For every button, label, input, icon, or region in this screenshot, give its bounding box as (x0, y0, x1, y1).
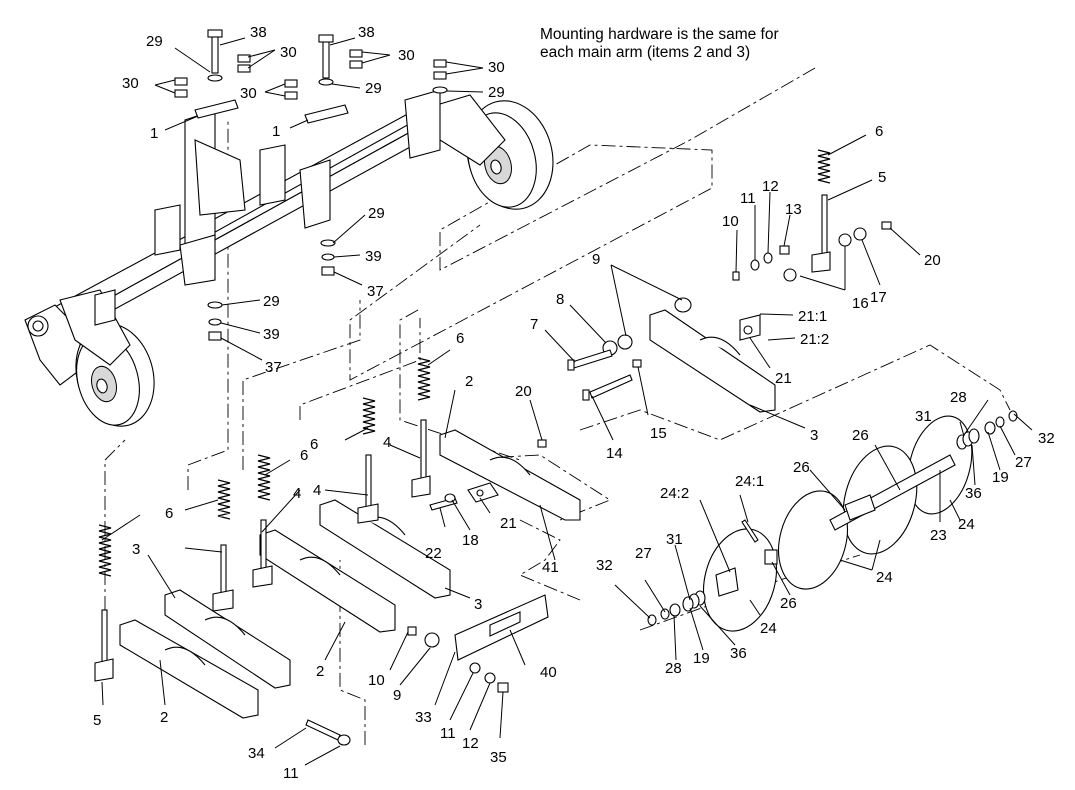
callout-11: 11 (740, 190, 756, 207)
callout-21-2: 21:2 (800, 331, 829, 348)
callout-34: 34 (248, 745, 265, 762)
hub-assembly (647, 410, 1018, 632)
callout-29: 29 (263, 293, 280, 310)
callout-29: 29 (368, 205, 385, 222)
callout-10: 10 (722, 213, 739, 230)
callout-21: 21 (500, 515, 517, 532)
callout-2: 2 (160, 709, 168, 726)
callout-40: 40 (540, 664, 557, 681)
callout-12: 12 (462, 735, 479, 752)
callout-26: 26 (852, 427, 869, 444)
callout-8: 8 (556, 291, 564, 308)
callout-41: 41 (542, 559, 559, 576)
callout-3: 3 (810, 427, 818, 444)
callout-13: 13 (785, 201, 802, 218)
callout-22: 22 (425, 545, 442, 562)
callout-32: 32 (596, 557, 613, 574)
callout-39: 39 (263, 326, 280, 343)
callout-30: 30 (122, 75, 139, 92)
callout-1: 1 (150, 125, 158, 142)
callout-18: 18 (462, 532, 479, 549)
spring-rods (94, 357, 431, 682)
callout-30: 30 (398, 47, 415, 64)
callout-27: 27 (1015, 454, 1032, 471)
callout-12: 12 (762, 178, 779, 195)
callout-11: 11 (440, 725, 456, 742)
callout-35: 35 (490, 749, 507, 766)
callout-15: 15 (650, 425, 667, 442)
middle-arms (119, 429, 581, 746)
callout-37: 37 (265, 359, 282, 376)
callout-30: 30 (280, 44, 297, 61)
callout-24-1: 24:1 (735, 473, 764, 490)
mounting-hardware-note: Mounting hardware is the same for each m… (540, 26, 860, 62)
callout-6: 6 (300, 447, 308, 464)
callout-9: 9 (592, 251, 600, 268)
leader-lines (101, 37, 1033, 766)
callout-39: 39 (365, 248, 382, 265)
callout-28: 28 (665, 660, 682, 677)
callout-23: 23 (930, 527, 947, 544)
callout-4: 4 (293, 485, 301, 502)
callout-26: 26 (780, 595, 797, 612)
callout-7: 7 (530, 316, 538, 333)
note-line-1: Mounting hardware is the same for (540, 26, 779, 43)
callout-20: 20 (515, 383, 532, 400)
callout-36: 36 (965, 485, 982, 502)
callout-31: 31 (915, 408, 932, 425)
callout-5: 5 (878, 169, 886, 186)
callout-24: 24 (760, 620, 777, 637)
callout-29: 29 (146, 33, 163, 50)
callout-9: 9 (393, 687, 401, 704)
callout-27: 27 (635, 545, 652, 562)
callout-31: 31 (666, 531, 683, 548)
callout-2: 2 (465, 373, 473, 390)
note-line-2: each main arm (items 2 and 3) (540, 44, 751, 61)
callout-11: 11 (283, 765, 299, 782)
callout-21: 21 (775, 370, 792, 387)
callout-24-2: 24:2 (660, 485, 689, 502)
callout-38: 38 (358, 24, 375, 41)
hardware-stacks (174, 29, 448, 341)
upper-right-arm (567, 149, 892, 413)
callout-19: 19 (693, 650, 710, 667)
callout-37: 37 (367, 283, 384, 300)
callout-29: 29 (365, 80, 382, 97)
callout-32: 32 (1038, 430, 1055, 447)
callout-30: 30 (240, 85, 257, 102)
callout-3: 3 (132, 541, 140, 558)
callout-6: 6 (310, 436, 318, 453)
callout-29: 29 (488, 84, 505, 101)
callout-4: 4 (313, 482, 321, 499)
callout-1: 1 (272, 123, 280, 140)
callout-24: 24 (876, 569, 893, 586)
callout-2: 2 (316, 663, 324, 680)
callout-6: 6 (165, 505, 173, 522)
callout-16: 16 (852, 295, 869, 312)
callout-20: 20 (924, 252, 941, 269)
callout-labels: 29 38 30 30 30 1 38 30 29 1 30 29 29 39 … (93, 24, 1055, 782)
callout-36: 36 (730, 645, 747, 662)
callout-30: 30 (488, 59, 505, 76)
callout-26: 26 (793, 459, 810, 476)
callout-24: 24 (958, 516, 975, 533)
callout-5: 5 (93, 712, 101, 729)
callout-6: 6 (456, 330, 464, 347)
callout-21-1: 21:1 (798, 308, 827, 325)
callout-4: 4 (383, 434, 391, 451)
callout-33: 33 (415, 709, 432, 726)
callout-3: 3 (474, 596, 482, 613)
callout-38: 38 (250, 24, 267, 41)
axle-frame (24, 89, 554, 427)
callout-6: 6 (875, 123, 883, 140)
callout-19: 19 (992, 469, 1009, 486)
callout-17: 17 (870, 289, 887, 306)
callout-14: 14 (606, 445, 623, 462)
callout-28: 28 (950, 389, 967, 406)
callout-10: 10 (368, 672, 385, 689)
